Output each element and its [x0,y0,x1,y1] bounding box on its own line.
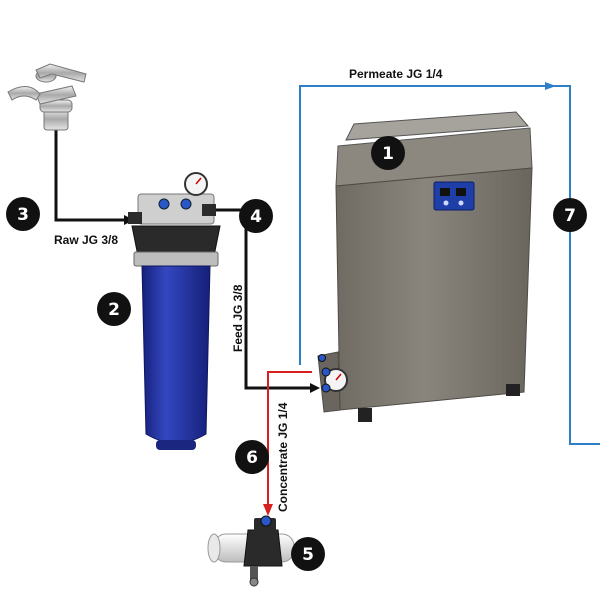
marker-7: 7 [553,198,587,232]
feed-arrow [310,383,320,393]
svg-text:3: 3 [17,205,29,225]
water-filter-housing [128,172,221,450]
marker-2: 2 [97,292,131,326]
reverse-osmosis-unit [317,111,533,422]
svg-text:7: 7 [564,206,576,226]
raw-line [54,128,126,222]
concentrate-arrow [263,504,273,516]
drain-saddle-clamp [207,515,295,587]
feed-line [214,208,312,390]
raw-label: Raw JG 3/8 [54,233,118,247]
faucet-icon [7,63,87,131]
svg-text:5: 5 [302,545,314,565]
svg-text:6: 6 [246,448,258,468]
permeate-label: Permeate JG 1/4 [349,67,443,81]
concentrate-line [267,371,312,512]
svg-text:1: 1 [382,144,394,164]
svg-text:4: 4 [250,207,262,227]
marker-6: 6 [235,440,269,474]
svg-text:2: 2 [108,300,120,320]
unit-port-feed [321,383,331,393]
marker-3: 3 [6,197,40,231]
concentrate-label: Concentrate JG 1/4 [276,402,290,512]
permeate-arrow [545,82,556,90]
marker-4: 4 [239,199,273,233]
marker-5: 5 [291,537,325,571]
permeate-line [299,85,600,445]
unit-port-permeate [318,354,326,362]
marker-1: 1 [371,136,405,170]
feed-label: Feed JG 3/8 [231,284,245,352]
unit-port-concentrate [321,367,331,377]
